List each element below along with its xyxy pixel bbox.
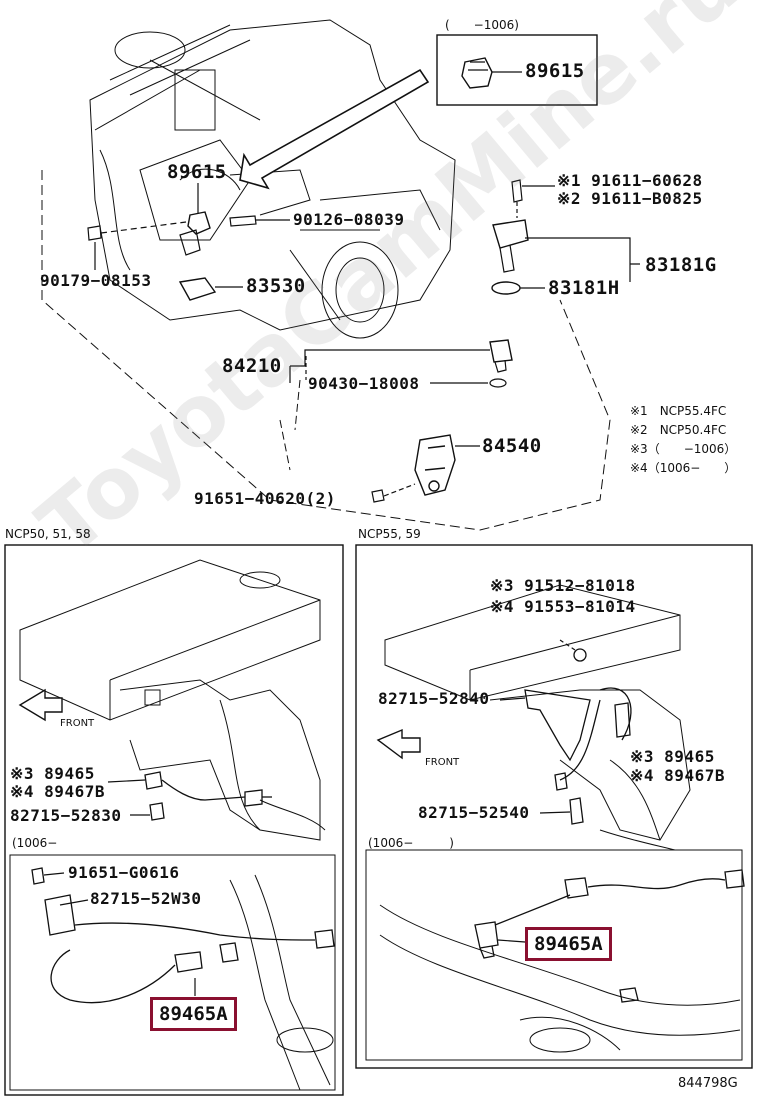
left-label-82715-52830[interactable]: 82715−52830 (10, 806, 122, 825)
left-sub-frame (9, 854, 336, 1091)
part-label-89615[interactable]: 89615 (167, 161, 227, 183)
left-panel-frame (4, 544, 344, 1096)
inset-range-label: ( −1006) (445, 18, 519, 32)
sensor-89615-inset-part (461, 57, 493, 89)
right-label-89467b[interactable]: ※4 89467B (630, 766, 725, 785)
right-front-label: FRONT (425, 757, 460, 768)
o2-sensor-left-upper (144, 771, 272, 821)
neutral-switch-part (414, 434, 456, 496)
engine-drawing (89, 19, 456, 339)
o2-sensor-left-lower (31, 867, 335, 1004)
part-label-91651[interactable]: 91651−40620(2) (194, 489, 336, 508)
bolt-90126 (229, 215, 257, 227)
right-label-82715-52540[interactable]: 82715−52540 (418, 803, 530, 822)
right-sub-frame (365, 849, 743, 1061)
part-label-84540[interactable]: 84540 (482, 435, 542, 457)
knock-sensor-part (179, 211, 211, 256)
left-engine-drawing (19, 559, 326, 841)
figure-id: 844798G (678, 1076, 738, 1091)
part-label-83181h[interactable]: 83181H (548, 277, 620, 299)
o2-sensor-right-lower (474, 869, 745, 1003)
cam-sensor-part (492, 219, 529, 273)
gasket-part (489, 378, 507, 388)
note-4: ※4（1006− ） (630, 461, 737, 475)
right-panel-frame (355, 544, 753, 1069)
oil-pressure-sender-part (489, 339, 513, 363)
part-label-83181g[interactable]: 83181G (645, 254, 717, 276)
front-arrow-left (18, 688, 63, 722)
left-exhaust-drawing (229, 874, 334, 1091)
right-exhaust-drawing (379, 904, 741, 1053)
part-label-84210[interactable]: 84210 (222, 355, 282, 377)
part-label-91611-b[interactable]: ※2 91611−B0825 (557, 189, 703, 208)
part-label-90126[interactable]: 90126−08039 (293, 210, 405, 229)
part-label-90430[interactable]: 90430−18008 (308, 374, 420, 393)
part-label-89615-inset[interactable]: 89615 (525, 60, 585, 82)
right-label-91553[interactable]: ※4 91553−81014 (490, 597, 636, 616)
right-highlight-89465a[interactable]: 89465A (525, 927, 612, 961)
part-label-83530[interactable]: 83530 (246, 275, 306, 297)
right-panel-caption: NCP55, 59 (358, 527, 421, 541)
left-label-89465[interactable]: ※3 89465 (10, 764, 95, 783)
left-front-label: FRONT (60, 718, 95, 729)
bolt-91651 (371, 489, 385, 503)
o2-sensor-right-upper (524, 648, 632, 825)
front-arrow-right (376, 728, 421, 760)
right-engine-drawing (384, 584, 691, 851)
part-label-90179[interactable]: 90179−08153 (40, 271, 152, 290)
part-label-91611-a[interactable]: ※1 91611−60628 (557, 171, 703, 190)
note-1: ※1 NCP55.4FC (630, 404, 727, 418)
pointer-arrow (239, 68, 430, 190)
left-label-91651[interactable]: 91651−G0616 (68, 863, 180, 882)
left-highlight-89465a[interactable]: 89465A (150, 997, 237, 1031)
inset-box (436, 34, 598, 106)
right-sub-range: (1006− ) (368, 836, 454, 850)
right-label-89465[interactable]: ※3 89465 (630, 747, 715, 766)
bolt-91611 (511, 179, 523, 203)
left-sub-range: (1006− (12, 836, 58, 850)
right-label-82715-52840[interactable]: 82715−52840 (378, 689, 490, 708)
left-panel-caption: NCP50, 51, 58 (5, 527, 91, 541)
bolt-90179 (87, 225, 102, 241)
oil-pressure-switch-part (178, 277, 217, 301)
engine-dashed-outline (41, 170, 611, 531)
o-ring-part (491, 281, 521, 295)
left-label-82715-52w30[interactable]: 82715−52W30 (90, 889, 202, 908)
right-label-91512[interactable]: ※3 91512−81018 (490, 576, 636, 595)
left-label-89467b[interactable]: ※4 89467B (10, 782, 105, 801)
note-2: ※2 NCP50.4FC (630, 423, 727, 437)
note-3: ※3（ −1006） (630, 442, 737, 456)
